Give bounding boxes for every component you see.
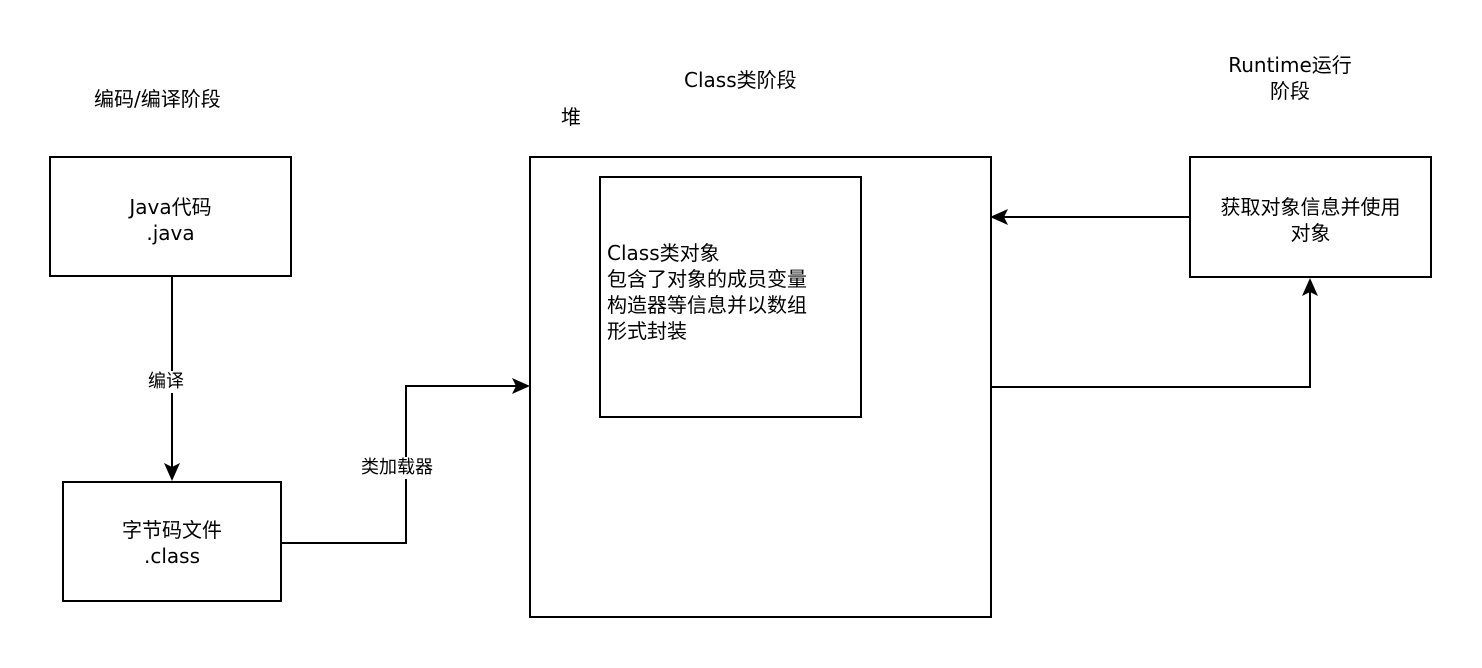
arrowhead-runtime-to-heap [990, 209, 1008, 225]
runtime-box-line2: 对象 [1290, 221, 1331, 245]
arrow-heap-to-runtime [991, 292, 1311, 388]
bytecode-box[interactable]: 字节码文件 .class [62, 481, 282, 602]
arrowhead-compile [164, 463, 180, 481]
stage-title-runtime: Runtime运行 阶段 [1200, 52, 1380, 104]
stage-title-class: Class类阶段 [684, 68, 797, 92]
class-object-box-title: Class类对象 [607, 241, 720, 265]
stage-title-runtime-line1: Runtime运行 [1228, 53, 1352, 77]
class-object-box-desc-3: 形式封装 [607, 319, 687, 343]
java-code-box-extension: .java [146, 221, 195, 245]
bytecode-box-extension: .class [143, 544, 200, 568]
class-object-box-desc-1: 包含了对象的成员变量 [607, 267, 807, 291]
stage-title-runtime-line2: 阶段 [1270, 79, 1310, 103]
bytecode-box-title: 字节码文件 [122, 518, 222, 542]
edge-label-class-loader: 类加载器 [359, 457, 435, 479]
stage-title-compile: 编码/编译阶段 [94, 87, 221, 111]
arrowhead-heap-to-runtime [1302, 278, 1318, 296]
java-code-box[interactable]: Java代码 .java [49, 156, 292, 277]
runtime-box[interactable]: 获取对象信息并使用 对象 [1189, 156, 1432, 278]
java-code-box-title: Java代码 [129, 195, 212, 219]
arrowhead-class-loader [512, 378, 530, 394]
class-object-box-desc-2: 构造器等信息并以数组 [607, 293, 807, 317]
class-object-box[interactable]: Class类对象 包含了对象的成员变量 构造器等信息并以数组 形式封装 [599, 176, 862, 418]
runtime-box-line1: 获取对象信息并使用 [1220, 195, 1401, 219]
heap-label: 堆 [561, 105, 581, 129]
edge-label-compile: 编译 [146, 371, 186, 393]
